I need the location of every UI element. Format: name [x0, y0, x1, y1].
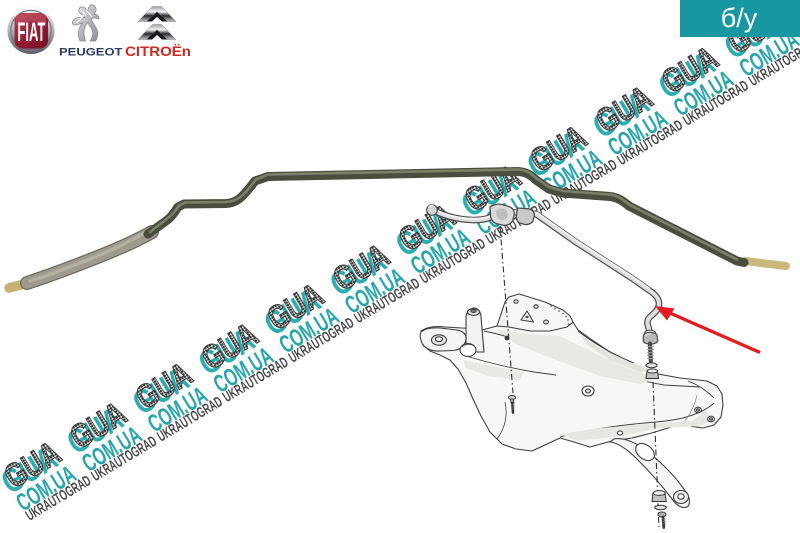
svg-text:PEUGEOT: PEUGEOT	[59, 47, 123, 59]
svg-text:б/у: б/у	[721, 3, 758, 33]
svg-text:FIAT: FIAT	[17, 17, 45, 47]
svg-text:CITROËn: CITROËn	[125, 44, 191, 59]
